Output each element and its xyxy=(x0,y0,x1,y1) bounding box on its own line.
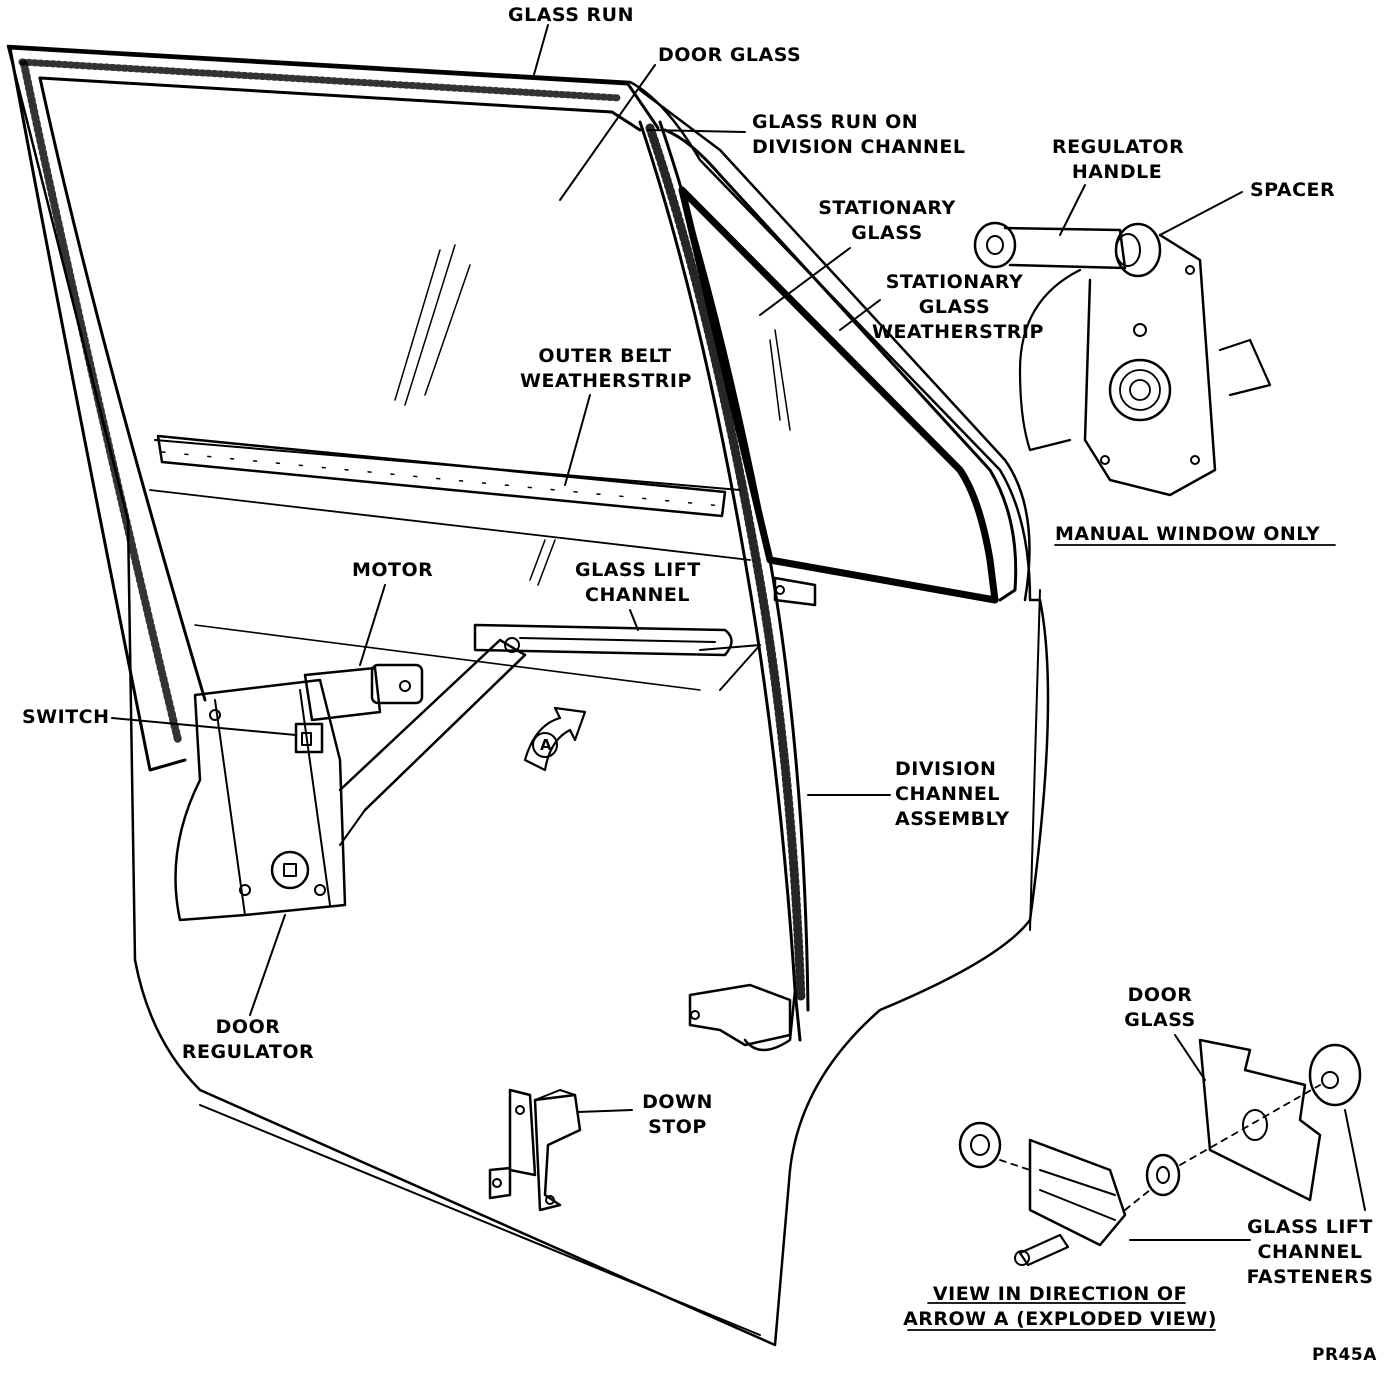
outer-belt-weatherstrip xyxy=(156,434,727,518)
label-line: CHANNEL xyxy=(895,783,1000,805)
label-line: FASTENERS xyxy=(1246,1266,1374,1288)
label-line: GLASS LIFT xyxy=(1247,1216,1373,1238)
label-line: DIVISION xyxy=(895,758,997,780)
exploded-view-detail xyxy=(958,1038,1366,1267)
label-line: DOOR xyxy=(1127,984,1193,1006)
leader-lines xyxy=(111,24,1251,1241)
label-motor: MOTOR xyxy=(352,559,434,581)
door-shell xyxy=(6,44,1050,1347)
label-glass-lift-channel-fasteners: GLASS LIFT CHANNEL FASTENERS xyxy=(1245,1215,1375,1290)
arrow-a-marker xyxy=(523,706,587,772)
label-stationary-glass: STATIONARY GLASS xyxy=(812,196,962,246)
label-line: VIEW IN DIRECTION OF xyxy=(932,1283,1188,1305)
label-line: WEATHERSTRIP xyxy=(520,370,692,392)
label-line: DIVISION CHANNEL xyxy=(752,136,966,158)
label-glass-run-on-division-channel: GLASS RUN ON DIVISION CHANNEL xyxy=(752,110,965,160)
label-line: STATIONARY xyxy=(818,197,956,219)
label-line: GLASS xyxy=(851,222,923,244)
label-manual-window-only: MANUAL WINDOW ONLY xyxy=(1055,523,1321,545)
label-line: HANDLE xyxy=(1071,161,1163,183)
stationary-glass-assembly xyxy=(638,88,1031,604)
label-door-regulator: DOOR REGULATOR xyxy=(178,1015,318,1065)
label-line: OUTER BELT xyxy=(538,345,672,367)
door-glass-pane xyxy=(149,244,751,691)
down-stop-part xyxy=(488,1088,582,1212)
label-line: STOP xyxy=(648,1116,707,1138)
label-line: DOWN xyxy=(642,1091,713,1113)
label-line: ASSEMBLY xyxy=(895,808,1010,830)
label-spacer: SPACER xyxy=(1250,179,1336,201)
label-down-stop: DOWN STOP xyxy=(630,1090,725,1140)
label-line: DOOR xyxy=(215,1016,281,1038)
label-division-channel-assembly: DIVISION CHANNEL ASSEMBLY xyxy=(895,757,1010,832)
label-line: GLASS RUN ON xyxy=(752,111,919,133)
label-glass-lift-channel: GLASS LIFT CHANNEL xyxy=(575,558,700,608)
label-line: WEATHERSTRIP xyxy=(872,321,1044,343)
figure-code: PR45A xyxy=(1312,1345,1377,1365)
label-switch: SWITCH xyxy=(22,706,110,728)
label-line: GLASS LIFT xyxy=(575,559,701,581)
label-line: REGULATOR xyxy=(1052,136,1185,158)
door-regulator-assembly xyxy=(174,638,527,922)
label-line: GLASS xyxy=(918,296,991,318)
label-view-in-direction: VIEW IN DIRECTION OF ARROW A (EXPLODED V… xyxy=(895,1282,1225,1332)
label-door-glass: DOOR GLASS xyxy=(658,44,802,66)
label-line: ARROW A (EXPLODED VIEW) xyxy=(903,1308,1217,1330)
label-underlines xyxy=(907,544,1336,1331)
glass-run-frame xyxy=(8,46,660,772)
label-outer-belt-weatherstrip: OUTER BELT WEATHERSTRIP xyxy=(520,344,692,394)
glass-lift-channel-part xyxy=(473,623,761,691)
label-glass-run: GLASS RUN xyxy=(508,4,634,26)
label-line: GLASS xyxy=(1124,1009,1196,1031)
label-line: REGULATOR xyxy=(181,1041,315,1063)
label-line: STATIONARY xyxy=(885,271,1024,293)
label-arrow-a: A xyxy=(540,736,553,754)
label-line: CHANNEL xyxy=(1257,1241,1363,1263)
label-stationary-glass-weatherstrip: STATIONARY GLASS WEATHERSTRIP xyxy=(872,270,1044,345)
label-line: CHANNEL xyxy=(585,584,690,606)
label-door-glass-detail: DOOR GLASS xyxy=(1115,983,1205,1033)
label-regulator-handle: REGULATOR HANDLE xyxy=(1052,135,1185,185)
manual-window-detail xyxy=(973,221,1272,497)
